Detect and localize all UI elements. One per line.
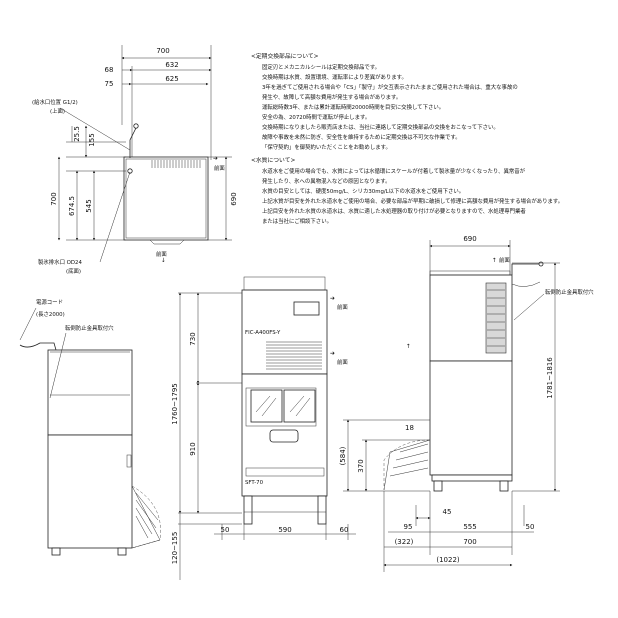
dim-545: 545 — [85, 199, 93, 212]
door-hatch — [135, 492, 159, 539]
dim-700-top: 700 — [156, 47, 169, 55]
front-mark-1: 前面 — [337, 303, 348, 311]
plan-view: 700 68 632 75 625 — [32, 45, 238, 275]
bin-scoop — [269, 429, 299, 443]
dim-120-155: 120~155 — [171, 532, 179, 565]
front-vent — [266, 341, 322, 370]
drain-sub: (底面) — [66, 267, 81, 275]
parts-line: 3年を過ぎてご使用される場合や「CS」「製守」が交互表示されたままご使用された場… — [262, 83, 518, 91]
dim-690-plan: 690 — [230, 192, 238, 205]
parts-line: 発生や、故障して高額な費用が発生する場合があります。 — [262, 93, 401, 101]
supply-sub: (上面) — [50, 107, 65, 115]
dim-584: (584) — [339, 446, 347, 465]
left-anchor-label: 転倒防止金具取付穴 — [65, 324, 114, 332]
plan-unit-outline — [123, 156, 209, 241]
side-louver — [485, 282, 507, 354]
dim-1022: (1022) — [436, 556, 460, 564]
bin-door-right — [283, 389, 316, 423]
side-door-hatch — [389, 443, 429, 477]
front-label-plan: 前面 — [214, 164, 225, 172]
left-lower-cabinet — [47, 434, 133, 549]
notes-block: <定期交換部品について> 固定刃とメカニカルシールは定期交換部品です。 交換時期… — [251, 52, 563, 225]
right-storage-bin — [429, 360, 513, 476]
right-anchor-label: 転倒防止金具取付穴 — [545, 288, 594, 296]
dim-1760-1795: 1760~1795 — [171, 383, 179, 425]
water-heading: <水質について> — [251, 156, 295, 164]
power-cord — [19, 342, 57, 351]
water-line: 水質の目安としては、硬度50mg/L、シリカ30mg/L以下の水道水をご使用下さ… — [262, 187, 464, 195]
dim-910: 910 — [189, 442, 197, 455]
left-upper-cabinet — [47, 349, 133, 436]
vent-grille — [151, 160, 201, 168]
water-line: 上記目安を外れた水質の水道水は、水質に適した水処理器の取り付けが必要となりますの… — [262, 207, 526, 215]
dim-730: 730 — [189, 332, 197, 345]
parts-line: 安全の為、20720時間で運転が停止します。 — [262, 113, 370, 121]
water-line: 水道水をご使用の場合でも、水質によっては水循環にスケールが付着して製氷量が少なく… — [262, 167, 526, 175]
parts-line: 運転総時数3年、または累計運転時間20000時間を目安に交換して下さい。 — [262, 103, 444, 111]
water-line: 上記水質が目安を外れた水道水をご使用の場合、必要な部品が早期に破損して修理に高額… — [262, 197, 563, 205]
front-label-plan-bottom: 前面 — [156, 250, 167, 258]
supply-pipe — [129, 127, 137, 158]
parts-line: 故障や事故を未然に防ぎ、安全性を維持するために定期交換は不可欠な作業です。 — [262, 133, 461, 141]
side-front-mark: 前面 — [499, 256, 510, 264]
dim-18: 18 — [405, 424, 414, 432]
dim-370: 370 — [357, 459, 365, 472]
water-line: 発生したり、氷への異物混入などの原因となります。 — [262, 177, 390, 185]
parts-line: 「保守契約」を御契約いただくことをお勧めします。 — [262, 143, 391, 151]
drain-outlet — [127, 168, 133, 174]
dim-68: 68 — [105, 66, 114, 74]
parts-heading: <定期交換部品について> — [251, 52, 319, 60]
side-louver-lines — [487, 289, 505, 347]
dim-1781-1816: 1781~1816 — [546, 357, 554, 399]
dim-45: 45 — [443, 508, 452, 516]
dim-625: 625 — [165, 75, 178, 83]
side-supply-pipe — [511, 263, 540, 275]
cord-label: 電源コード — [36, 298, 63, 306]
front-arrow-plan: ➔ — [213, 156, 218, 162]
cord-length: (長さ2000) — [36, 311, 65, 318]
supply-fitting — [133, 123, 139, 129]
dim-590: 590 — [278, 526, 291, 534]
dim-322: (322) — [395, 538, 414, 546]
front-arrow-1: ➔ — [330, 296, 335, 302]
dim-674-5: 674.5 — [68, 196, 76, 216]
front-mark-2: 前面 — [337, 358, 348, 366]
side-front-arrow: ↑ — [492, 257, 497, 264]
front-arrow-2: ➔ — [330, 351, 335, 357]
parts-line: 交換時期になりましたら販売店または、当社に連絡して定期交換部品の交換をおこなって… — [262, 123, 499, 131]
bin-door-left — [250, 389, 283, 423]
parts-line: 交換時期は水質、設置環境、運転率により差異があります。 — [262, 73, 407, 81]
control-panel — [293, 301, 320, 316]
front-arrow-plan-bottom: ↓ — [161, 257, 166, 264]
dim-60: 60 — [340, 526, 349, 534]
dim-95: 95 — [404, 523, 413, 531]
front-model-bottom: SFT-70 — [245, 480, 264, 486]
dim-555: 555 — [463, 523, 476, 531]
dim-25-5: 25.5 — [73, 126, 81, 142]
water-line: または当社にご相談下さい。 — [262, 217, 332, 225]
dim-155: 155 — [88, 133, 96, 146]
left-side-view: 電源コード (長さ2000) 転倒防止金具取付穴 — [19, 298, 161, 556]
dim-75: 75 — [105, 80, 114, 88]
dim-700-side: 700 — [463, 538, 476, 546]
dim-632: 632 — [165, 61, 178, 69]
drain-label: 製氷排水口 OD24 — [38, 258, 82, 266]
parts-line: 固定刃とメカニカルシールは定期交換部品です。 — [262, 63, 380, 71]
dim-50-side: 50 — [526, 523, 535, 531]
side-front-arrow-2: ↑ — [406, 343, 411, 350]
supply-label: (給水口位置 G1/2) — [32, 98, 78, 106]
dim-50-front: 50 — [221, 526, 230, 534]
dim-690-side: 690 — [463, 235, 476, 243]
right-side-view: 690 — [339, 235, 594, 572]
front-view: FIC-A400FS-Y SFT-70 — [171, 276, 356, 580]
front-model-top: FIC-A400FS-Y — [245, 330, 281, 336]
dim-700-depth: 700 — [50, 192, 58, 205]
